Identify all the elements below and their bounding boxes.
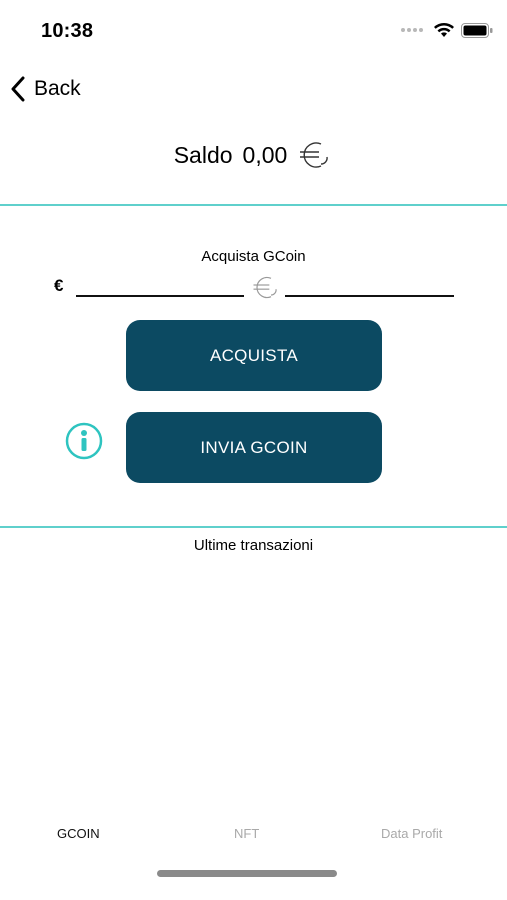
gcoin-currency-icon: [300, 142, 329, 168]
buy-section-title: Acquista GCoin: [201, 248, 306, 265]
gcoin-amount-input[interactable]: [285, 295, 454, 297]
tab-data-profit[interactable]: Data Profit: [381, 826, 443, 841]
send-gcoin-button[interactable]: INVIA GCOIN: [126, 412, 382, 483]
status-time: 10:38: [41, 20, 94, 42]
tab-nft[interactable]: NFT: [234, 826, 260, 841]
gcoin-currency-icon: [253, 276, 277, 299]
chevron-left-icon: [11, 76, 25, 102]
buy-button[interactable]: ACQUISTA: [126, 320, 382, 391]
buy-button-label: ACQUISTA: [209, 345, 299, 365]
battery-icon: [461, 22, 493, 38]
balance-row: Saldo 0,00: [0, 140, 507, 170]
euro-symbol: €: [54, 276, 64, 295]
home-indicator: [157, 870, 337, 877]
back-button[interactable]: Back: [10, 76, 81, 102]
balance-value: 0,00: [242, 141, 288, 168]
divider-bottom: [0, 526, 507, 528]
balance-label: Saldo: [173, 141, 233, 168]
euro-amount-input[interactable]: [76, 295, 244, 297]
wifi-icon: [434, 23, 454, 37]
recent-transactions-title: Ultime transazioni: [193, 537, 314, 554]
back-label: Back: [34, 77, 81, 100]
cellular-signal-icon: [401, 28, 423, 32]
tab-gcoin[interactable]: GCOIN: [57, 826, 100, 841]
divider-top: [0, 204, 507, 206]
info-circle-icon[interactable]: [65, 422, 103, 460]
status-indicators: [401, 22, 493, 38]
send-gcoin-button-label: INVIA GCOIN: [200, 437, 308, 457]
